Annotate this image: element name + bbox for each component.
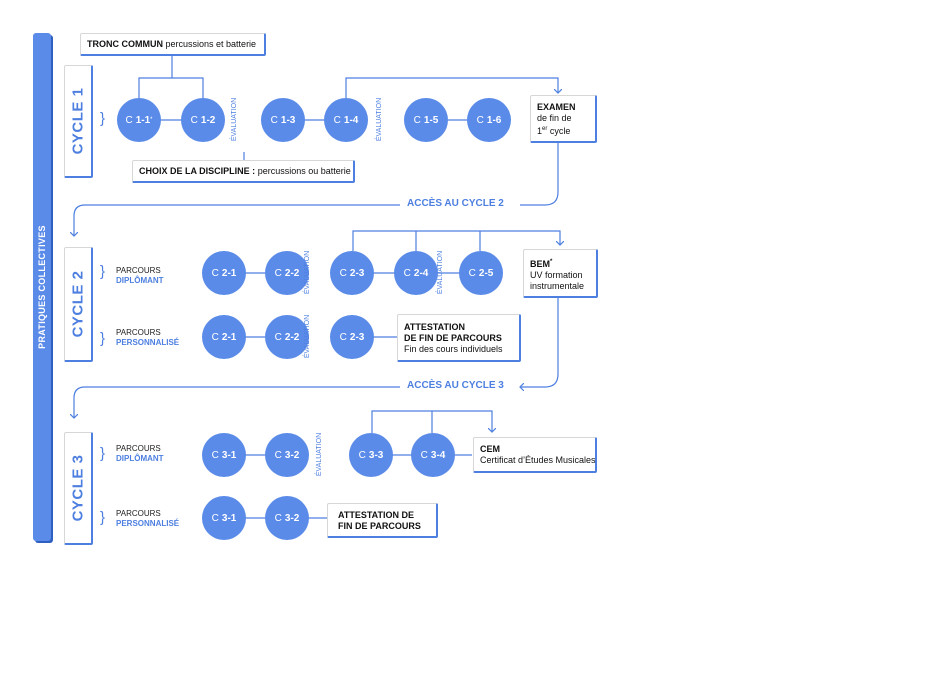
bem-line1: UV formation bbox=[530, 270, 583, 280]
evaluation-label: ÉVALUATION bbox=[316, 432, 324, 477]
cycle-1-label: CYCLE 1 bbox=[69, 87, 87, 155]
attestation-line1: ATTESTATION bbox=[404, 322, 465, 332]
brace-icon: } bbox=[100, 330, 106, 347]
examen-line1: de fin de bbox=[537, 113, 572, 123]
cem-box: CEM Certificat d’Études Musicales bbox=[473, 437, 597, 473]
attestation-line2: FIN DE PARCOURS bbox=[338, 521, 421, 531]
evaluation-label: ÉVALUATION bbox=[231, 97, 239, 142]
attestation-cycle-2-box: ATTESTATION DE FIN DE PARCOURS Fin des c… bbox=[397, 314, 521, 362]
bem-box: BEM* UV formation instrumentale bbox=[523, 249, 598, 298]
parcours-personnalise-label: PARCOURS PERSONNALISÉ bbox=[116, 509, 180, 528]
examen-line2: 1er cycle bbox=[537, 126, 571, 136]
attestation-line1: ATTESTATION DE bbox=[338, 510, 414, 520]
cycle-2-label-box: CYCLE 2 bbox=[64, 247, 93, 362]
pratiques-collectives-bar: PRATIQUES COLLECTIVES bbox=[33, 33, 51, 541]
cycle-1-label-box: CYCLE 1 bbox=[64, 65, 93, 178]
bem-title: BEM* bbox=[530, 259, 553, 269]
brace-icon: } bbox=[100, 445, 106, 462]
brace-icon: } bbox=[100, 509, 106, 526]
parcours-diplomant-label: PARCOURS DIPLÔMANT bbox=[116, 444, 164, 463]
tronc-commun-text: percussions et batterie bbox=[165, 39, 257, 49]
evaluation-label: ÉVALUATION bbox=[304, 314, 312, 359]
cycle-2-label: CYCLE 2 bbox=[69, 270, 87, 338]
parcours-personnalise-label: PARCOURS PERSONNALISÉ bbox=[116, 328, 180, 347]
attestation-cycle-3-box: ATTESTATION DE FIN DE PARCOURS bbox=[327, 503, 438, 538]
evaluation-label: ÉVALUATION bbox=[376, 97, 384, 142]
brace-icon: } bbox=[100, 263, 106, 280]
tronc-commun-title: TRONC COMMUN bbox=[87, 39, 163, 49]
acces-cycle-3: ACCÈS AU CYCLE 3 bbox=[403, 380, 508, 391]
attestation-line3: Fin des cours individuels bbox=[404, 344, 503, 354]
cycle-3-label: CYCLE 3 bbox=[69, 454, 87, 522]
evaluation-label: ÉVALUATION bbox=[304, 250, 312, 295]
choix-discipline-title: CHOIX DE LA DISCIPLINE : bbox=[139, 166, 256, 176]
cycle-3-label-box: CYCLE 3 bbox=[64, 432, 93, 545]
attestation-line2: DE FIN DE PARCOURS bbox=[404, 333, 502, 343]
acces-cycle-2: ACCÈS AU CYCLE 2 bbox=[403, 198, 508, 209]
parcours-diplomant-label: PARCOURS DIPLÔMANT bbox=[116, 266, 164, 285]
choix-discipline-box: CHOIX DE LA DISCIPLINE : percussions ou … bbox=[132, 160, 355, 183]
evaluation-label: ÉVALUATION bbox=[437, 250, 445, 295]
cem-title: CEM bbox=[480, 444, 500, 454]
brace-icon: } bbox=[100, 110, 106, 127]
choix-discipline-text: percussions ou batterie bbox=[257, 166, 351, 176]
cem-line1: Certificat d’Études Musicales bbox=[480, 455, 596, 465]
examen-title: EXAMEN bbox=[537, 102, 576, 112]
pratiques-collectives-label: PRATIQUES COLLECTIVES bbox=[37, 225, 47, 349]
tronc-commun-box: TRONC COMMUN percussions et batterie bbox=[80, 33, 266, 56]
examen-box: EXAMEN de fin de 1er cycle bbox=[530, 95, 597, 143]
bem-line2: instrumentale bbox=[530, 281, 585, 291]
